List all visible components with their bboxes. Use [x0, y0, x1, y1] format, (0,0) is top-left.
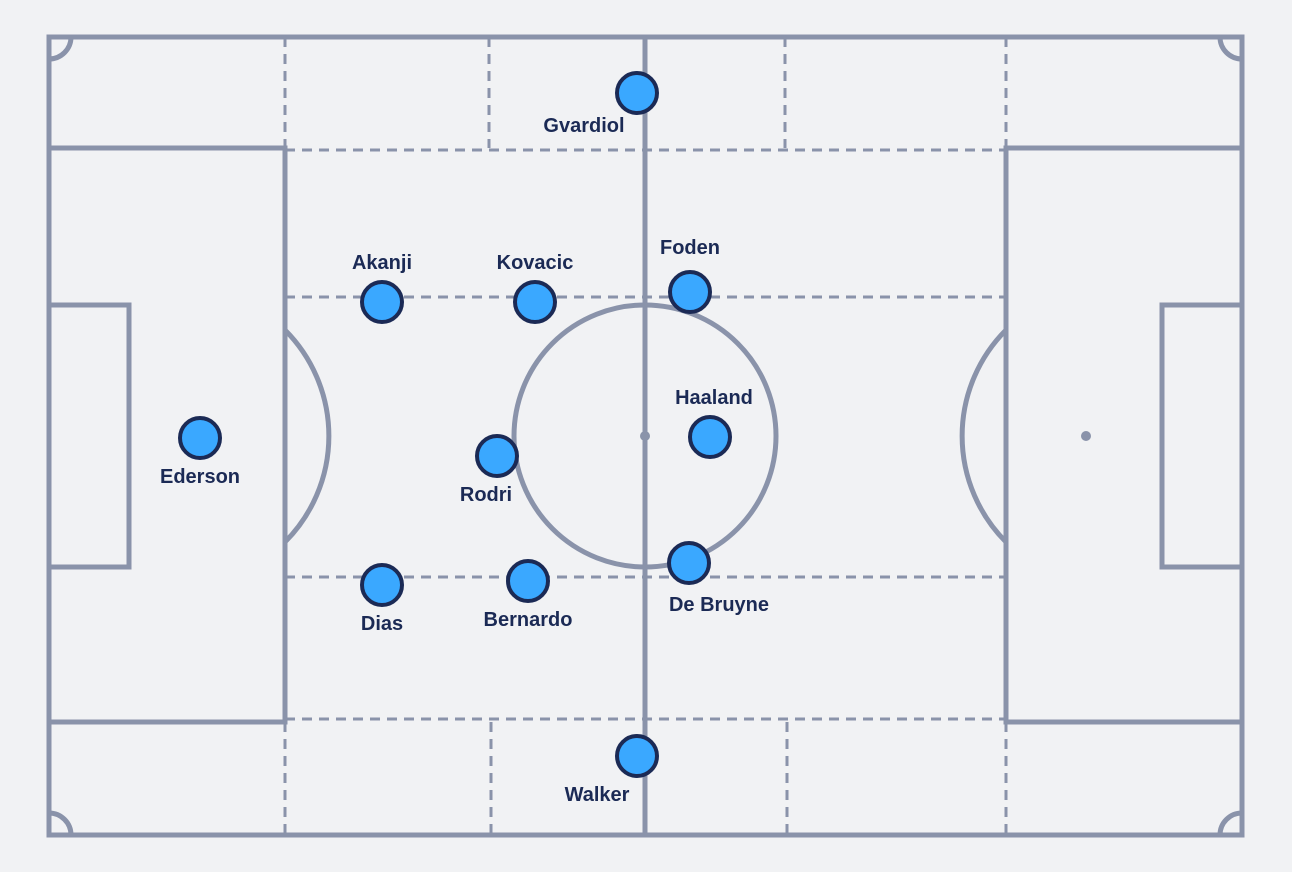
corner-arc-top-left	[48, 36, 74, 62]
player-marker[interactable]	[360, 280, 404, 324]
centre-spot	[640, 431, 650, 441]
player-name-label: Rodri	[460, 484, 512, 506]
player-marker[interactable]	[615, 734, 659, 778]
player-name-label: Akanji	[352, 252, 412, 274]
player-gvardiol[interactable]: Gvardiol	[543, 71, 659, 137]
player-bernardo[interactable]: Bernardo	[484, 559, 573, 631]
centre-circle	[511, 302, 779, 570]
corner-arc-top-right	[1217, 36, 1243, 62]
left-penalty-area	[46, 145, 288, 725]
player-name-label: Walker	[565, 784, 630, 806]
player-marker[interactable]	[668, 270, 712, 314]
player-dias[interactable]: Dias	[360, 563, 404, 635]
player-foden[interactable]: Foden	[660, 237, 720, 314]
player-name-label: Foden	[660, 237, 720, 259]
player-name-label: Bernardo	[484, 609, 573, 631]
player-name-label: Kovacic	[497, 252, 574, 274]
player-marker[interactable]	[513, 280, 557, 324]
player-de-bruyne[interactable]: De Bruyne	[667, 541, 769, 616]
player-haaland[interactable]: Haaland	[675, 387, 753, 459]
player-akanji[interactable]: Akanji	[352, 252, 412, 324]
player-marker[interactable]	[506, 559, 550, 603]
player-name-label: Gvardiol	[543, 115, 624, 137]
player-name-label: Haaland	[675, 387, 753, 409]
player-marker[interactable]	[615, 71, 659, 115]
player-marker[interactable]	[475, 434, 519, 478]
player-rodri[interactable]: Rodri	[460, 434, 519, 506]
right-penalty-spot	[1081, 431, 1091, 441]
player-name-label: De Bruyne	[669, 594, 769, 616]
player-walker[interactable]: Walker	[565, 734, 659, 806]
right-goal-area	[1159, 302, 1245, 570]
right-penalty-area	[1003, 145, 1245, 725]
player-marker[interactable]	[667, 541, 711, 585]
player-name-label: Ederson	[160, 466, 240, 488]
player-kovacic[interactable]: Kovacic	[497, 252, 574, 324]
player-ederson[interactable]: Ederson	[160, 416, 240, 488]
zone-lines	[283, 37, 1008, 835]
corner-arc-bottom-left	[48, 810, 74, 836]
left-goal-area	[46, 302, 132, 570]
pitch	[46, 34, 1245, 838]
player-name-label: Dias	[361, 613, 403, 635]
player-marker[interactable]	[360, 563, 404, 607]
right-penalty-arc	[959, 328, 1008, 544]
player-marker[interactable]	[688, 415, 732, 459]
corner-arc-bottom-right	[1217, 810, 1243, 836]
player-marker[interactable]	[178, 416, 222, 460]
left-penalty-arc	[283, 328, 332, 544]
